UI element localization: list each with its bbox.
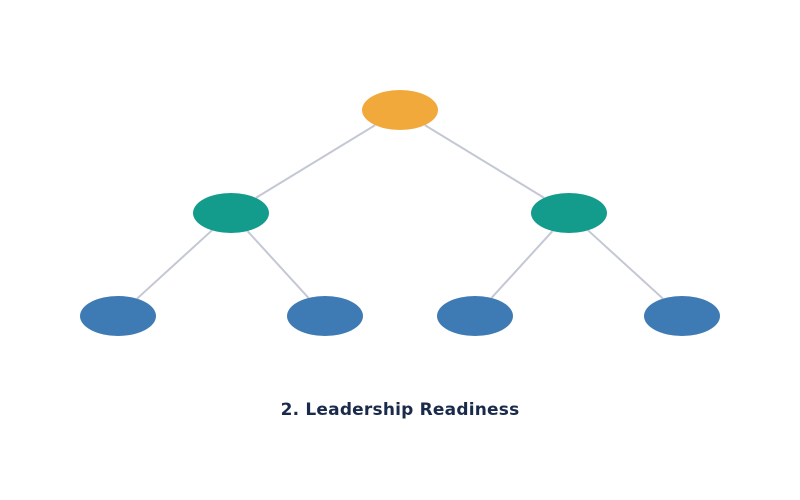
node-mid-right — [531, 193, 607, 233]
node-leaf-4 — [644, 296, 720, 336]
edge-root-to-mid-right — [424, 124, 545, 199]
tree-nodes — [80, 90, 720, 336]
node-leaf-2 — [287, 296, 363, 336]
edge-mid-left-to-leaf-2 — [246, 230, 310, 299]
edge-root-to-mid-left — [255, 124, 376, 199]
node-leaf-1 — [80, 296, 156, 336]
edge-mid-left-to-leaf-1 — [136, 229, 213, 300]
diagram-caption: 2. Leadership Readiness — [280, 400, 520, 420]
tree-edges — [136, 124, 664, 300]
edge-mid-right-to-leaf-4 — [587, 229, 664, 300]
node-mid-left — [193, 193, 269, 233]
node-leaf-3 — [437, 296, 513, 336]
edge-mid-right-to-leaf-3 — [490, 230, 554, 299]
node-root — [362, 90, 438, 130]
